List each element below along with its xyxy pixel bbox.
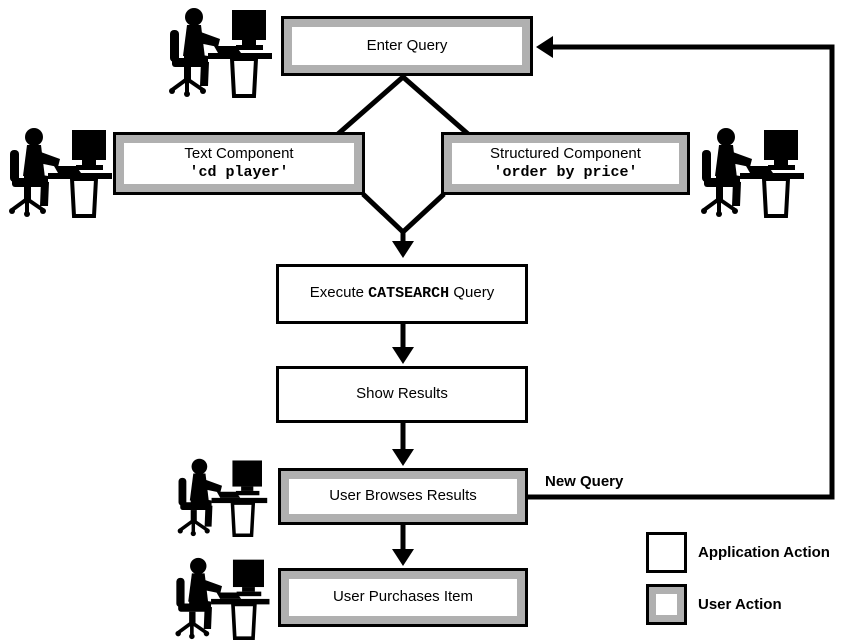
- flow-node-show-results: Show Results: [276, 366, 528, 423]
- person-at-computer-icon: [170, 457, 274, 537]
- node-label: Text Component: [184, 144, 294, 162]
- edge-merge-to-execute: [361, 192, 446, 258]
- node-label: Enter Query: [366, 36, 448, 54]
- flow-node-user-browses-results: User Browses Results: [278, 468, 528, 525]
- person-at-computer-icon: [8, 126, 112, 218]
- edge-split-enter-query: [336, 73, 470, 136]
- node-label: Show Results: [356, 385, 448, 403]
- node-code-example: 'order by price': [493, 163, 638, 181]
- edge-browse-to-purchase: [392, 523, 414, 566]
- person-at-computer-icon: [700, 126, 804, 218]
- person-at-computer-icon: [170, 556, 274, 640]
- legend-label-user-action: User Action: [698, 596, 782, 613]
- node-label: User Purchases Item: [332, 588, 474, 606]
- node-code-keyword: CATSEARCH: [368, 285, 450, 303]
- edge-label-new-query: New Query: [545, 473, 624, 490]
- node-label: Structured Component: [490, 144, 641, 162]
- flow-node-execute-catsearch-query: Execute CATSEARCH Query: [276, 264, 528, 324]
- edge-show-to-browse: [392, 421, 414, 466]
- flow-node-enter-query: Enter Query: [281, 16, 533, 76]
- edge-new-query-feedback: [524, 36, 835, 500]
- flow-node-user-purchases-item: User Purchases Item: [278, 568, 528, 627]
- node-label-prefix: Execute: [309, 284, 369, 302]
- legend-swatch-user-action: [646, 584, 687, 625]
- flow-node-text-component: Text Component 'cd player': [113, 132, 365, 195]
- node-code-example: 'cd player': [189, 163, 289, 181]
- flow-node-structured-component: Structured Component 'order by price': [441, 132, 690, 195]
- legend-label-application-action: Application Action: [698, 544, 830, 561]
- node-label-suffix: Query: [449, 284, 495, 302]
- edge-execute-to-show: [392, 322, 414, 364]
- person-at-computer-icon: [168, 6, 272, 98]
- node-label: User Browses Results: [329, 487, 477, 505]
- legend-swatch-application-action: [646, 532, 687, 573]
